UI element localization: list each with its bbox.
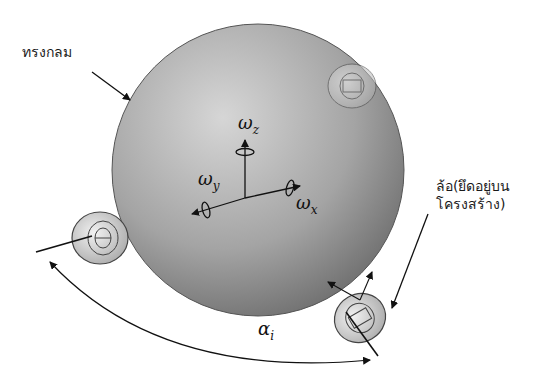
angle-label: αi (258, 318, 274, 344)
angle-arc (50, 262, 370, 363)
part-label: ล้อ(ยึดอยู่บน โครงสร้าง) (436, 178, 546, 213)
wheel-axis-line (36, 236, 92, 252)
angular-velocity-label: ωz (238, 112, 259, 138)
wheel-axis-line (346, 312, 378, 356)
part-label: ทรงกลม (22, 44, 72, 62)
wheel (328, 64, 376, 108)
leader-arrow (92, 72, 130, 100)
leader-arrow (392, 214, 428, 308)
angular-velocity-label: ωx (296, 192, 317, 218)
wheel (325, 284, 394, 352)
wheel (72, 212, 128, 264)
rotation-axes (192, 140, 300, 219)
angular-velocity-label: ωy (198, 168, 219, 194)
